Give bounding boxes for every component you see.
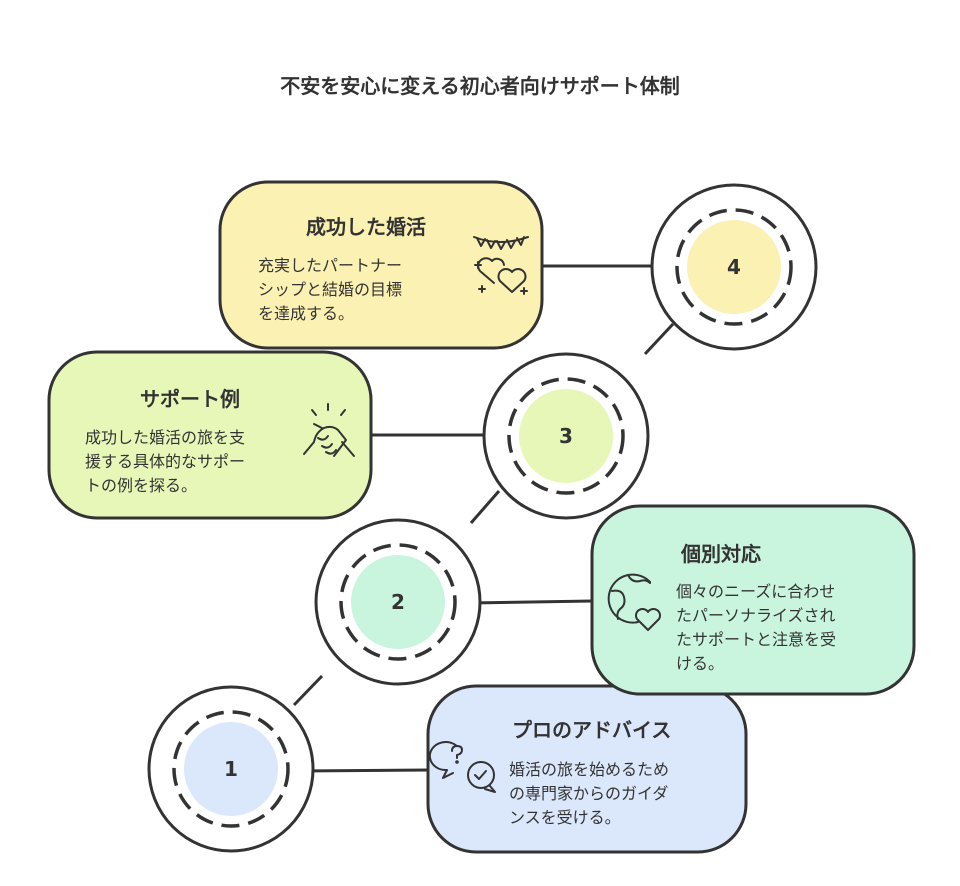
connector-3-4	[643, 322, 675, 356]
step-1-card	[426, 684, 748, 854]
step-2-title: 個別対応	[681, 542, 761, 566]
step-4-title: 成功した婚活	[306, 215, 426, 239]
hearts-bunting-icon	[473, 236, 529, 295]
connector-2-3	[469, 490, 501, 524]
step-2-card	[590, 504, 916, 696]
step-1-description: 婚活の旅を始めるため の専門家からのガイダ ンスを受ける。	[509, 760, 670, 827]
step-4-number: 4	[727, 255, 741, 279]
step-1-circle	[147, 685, 315, 853]
step-4-description: 充実したパートナー シップと結婚の目標 を達成する。	[258, 256, 403, 323]
step-2-description: 個々のニーズに合わせ たパーソナライズされ たサポートと注意を受 ける。	[676, 582, 837, 673]
step-2-number: 2	[391, 590, 405, 614]
globe-heart-icon	[607, 573, 662, 631]
step-3-title: サポート例	[140, 387, 240, 411]
step-1-title: プロのアドバイス	[512, 718, 672, 742]
step-2-circle	[314, 518, 482, 686]
step-4-card	[218, 180, 544, 350]
connector-circle1-card1	[297, 768, 429, 773]
step-3-circle	[482, 352, 650, 520]
step-3-description: 成功した婚活の旅を支 援する具体的なサポー トの例を探る。	[85, 428, 246, 495]
connector-1-2	[292, 674, 324, 707]
step-4-circle	[650, 183, 818, 351]
step-3-card	[47, 350, 373, 520]
connector-circle2-card2	[469, 599, 594, 605]
step-1-number: 1	[224, 757, 238, 781]
question-chat-icon	[428, 741, 496, 793]
diagram-title: 不安を安心に変える初心者向けサポート体制	[280, 74, 680, 98]
step-3-number: 3	[559, 424, 573, 448]
handshake-icon	[303, 403, 355, 457]
